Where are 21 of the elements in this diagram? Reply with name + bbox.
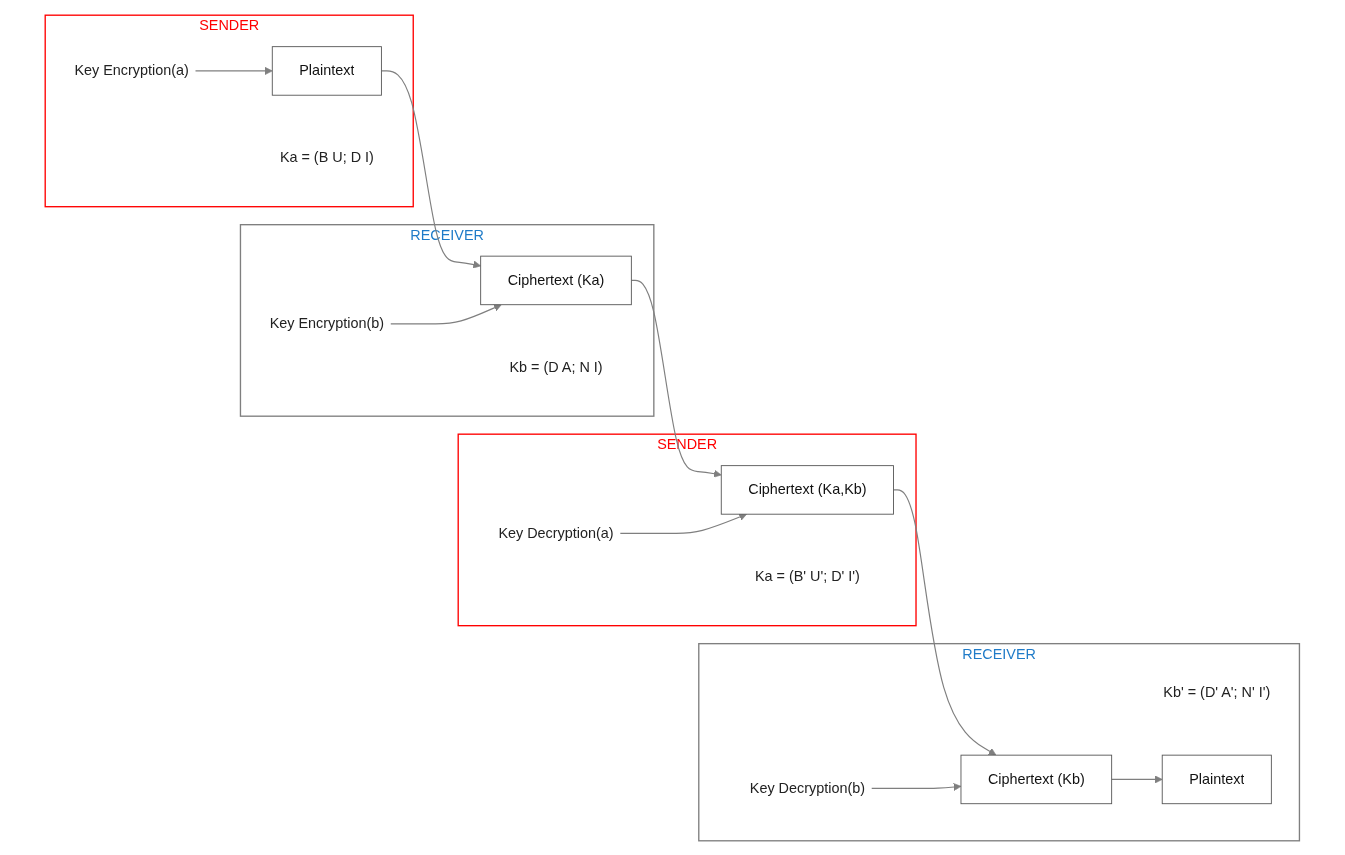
node-box: Plaintext [272,45,383,96]
node-box: Plaintext [1161,754,1272,804]
arrow [381,69,482,268]
node-text: Key Decryption(b) [750,779,866,796]
node-text: Ka = (B' U'; D' I') [755,568,861,584]
arrow [630,279,722,478]
arrow [871,782,962,791]
node-text: Key Decryption(a) [498,524,614,540]
node-text: Key Encryption(b) [269,315,385,331]
arrow [390,303,502,324]
arrow [1111,774,1163,783]
node-box: Ciphertext (Kb) [960,754,1113,804]
node-text: Kb = (D A; N I) [509,358,603,374]
node-text: Key Encryption(a) [74,62,189,78]
arrow [893,488,997,755]
arrow [619,512,748,534]
node-text: Ka = (B U; D I) [280,149,374,165]
node-text: Kb' = (D' A'; N' I') [1163,684,1271,700]
arrow [195,66,273,75]
node-box: Ciphertext (Ka,Kb) [721,464,895,515]
node-box: Ciphertext (Ka) [480,255,632,305]
